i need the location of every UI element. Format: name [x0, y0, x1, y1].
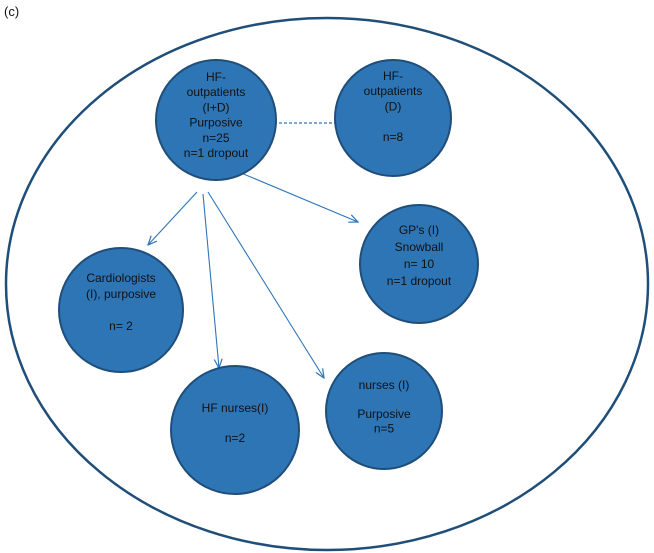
node-text-line: nurses (I) — [359, 378, 410, 392]
arrow-to-gps — [233, 169, 358, 222]
node-text-line: n=1 dropout — [387, 274, 452, 288]
node-circle — [359, 204, 479, 324]
node-circle — [58, 247, 184, 373]
node-text-line: n= 2 — [109, 319, 133, 333]
node-hf-nurses: HF nurses(I) n=2 — [170, 365, 300, 495]
node-text-line: Purposive — [189, 116, 243, 130]
node-text-line: n=1 dropout — [184, 146, 249, 160]
arrow-to-nurses — [207, 191, 324, 378]
node-text-line: outpatients — [187, 85, 246, 99]
node-text-line: n=25 — [202, 131, 229, 145]
node-circle — [155, 59, 277, 181]
node-text-line: outpatients — [364, 84, 423, 98]
node-text: HF nurses(I) n=2 — [202, 401, 269, 445]
node-text-line: n=8 — [383, 130, 404, 144]
outer-boundary — [4, 16, 650, 552]
node-text: GP's (I) Snowball n= 10 n=1 dropout — [387, 223, 452, 288]
node-text-line: Purposive — [357, 407, 411, 421]
node-text-line — [233, 416, 236, 430]
node-circle — [170, 365, 300, 495]
node-circle — [325, 352, 443, 470]
arrow-to-cardiologists — [148, 191, 198, 245]
node-text-line: (I+D) — [203, 100, 230, 114]
node-hf-outpatients-d: HF-outpatients(D) n=8 — [334, 59, 452, 177]
node-text-line: Snowball — [395, 240, 444, 254]
node-text-line: HF nurses(I) — [202, 401, 269, 415]
node-text-line: (I), purposive — [86, 287, 156, 301]
node-circle — [334, 59, 452, 177]
node-text-line: Cardiologists — [86, 271, 155, 285]
node-cardiologists: Cardiologists (I), purposive n= 2 — [58, 247, 184, 373]
node-text-line: n= 10 — [404, 257, 435, 271]
arrow-to-hf-nurses — [202, 193, 219, 368]
node-text-line — [391, 115, 394, 129]
node-text-line: GP's (I) — [399, 223, 439, 237]
node-text-line: (D) — [385, 99, 402, 113]
node-text: HF-outpatients(D) n=8 — [364, 69, 423, 144]
node-text-line: n=2 — [225, 431, 246, 445]
figure-label: (c) — [4, 4, 19, 19]
node-text: Cardiologists (I), purposive n= 2 — [86, 271, 156, 333]
node-gps: GP's (I) Snowball n= 10 n=1 dropout — [359, 204, 479, 324]
node-text-line — [119, 303, 122, 317]
node-text-line: n=5 — [374, 422, 395, 436]
node-text-line: HF- — [383, 69, 403, 83]
node-text-line: HF- — [206, 70, 226, 84]
node-text-line — [382, 393, 385, 407]
